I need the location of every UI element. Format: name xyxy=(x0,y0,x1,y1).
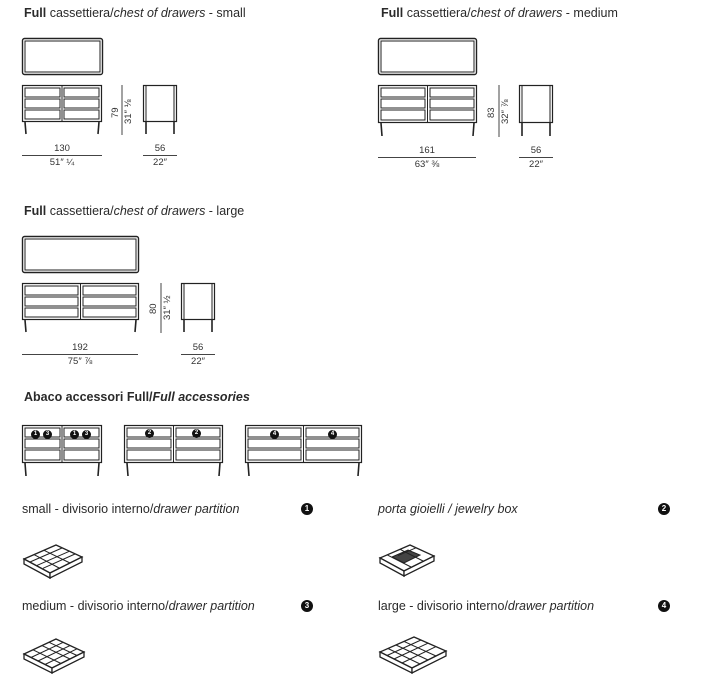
marker-medium-1: 2 xyxy=(145,429,154,438)
large-height-in: 31″ ½ xyxy=(162,295,173,321)
accessories-heading: Abaco accessori Full/Full accessories xyxy=(24,390,250,404)
large-side-view xyxy=(180,282,216,332)
accessory-medium-chest xyxy=(123,424,224,477)
small-height-cm: 79 xyxy=(110,107,121,118)
medium-front-view xyxy=(377,84,478,137)
accessory-badge-2: 2 xyxy=(658,503,670,515)
marker-medium-2: 2 xyxy=(192,429,201,438)
partition-large-icon xyxy=(378,636,448,675)
partition-medium-icon xyxy=(22,638,86,675)
accessory-badge-3: 3 xyxy=(301,600,313,612)
large-height-line xyxy=(160,283,162,333)
small-height-line xyxy=(121,85,123,135)
large-height-cm: 80 xyxy=(148,303,159,314)
medium-height-in: 32″ ⅞ xyxy=(500,99,511,125)
jewelry-box-icon xyxy=(378,544,436,578)
accessory-small-chest xyxy=(21,424,103,477)
accessory-label-3: medium - divisorio interno/drawer partit… xyxy=(22,599,255,613)
accessory-large-chest xyxy=(244,424,363,477)
marker-small-4: 3 xyxy=(82,430,91,439)
small-front-view xyxy=(21,84,103,135)
accessory-badge-1: 1 xyxy=(301,503,313,515)
medium-top-view xyxy=(377,37,478,76)
small-side-view xyxy=(142,84,178,134)
title-large: Full cassettiera/chest of drawers - larg… xyxy=(24,204,245,218)
medium-side-view xyxy=(518,84,554,136)
title-small: Full cassettiera/chest of drawers - smal… xyxy=(24,6,246,20)
medium-height-line xyxy=(498,85,500,137)
accessory-label-2: porta gioielli / jewelry box xyxy=(378,502,518,516)
marker-small-1: 1 xyxy=(31,430,40,439)
small-top-view xyxy=(21,37,104,76)
small-height-in: 31″ ⅛ xyxy=(123,99,134,125)
accessory-label-4: large - divisorio interno/drawer partiti… xyxy=(378,599,595,613)
accessory-label-1: small - divisorio interno/drawer partiti… xyxy=(22,502,240,516)
marker-large-2: 4 xyxy=(328,430,337,439)
partition-small-icon xyxy=(22,544,84,580)
marker-large-1: 4 xyxy=(270,430,279,439)
marker-small-3: 1 xyxy=(70,430,79,439)
large-top-view xyxy=(21,235,140,274)
accessory-badge-4: 4 xyxy=(658,600,670,612)
marker-small-2: 3 xyxy=(43,430,52,439)
title-medium: Full cassettiera/chest of drawers - medi… xyxy=(381,6,618,20)
medium-height-cm: 83 xyxy=(486,107,497,118)
large-front-view xyxy=(21,282,140,333)
